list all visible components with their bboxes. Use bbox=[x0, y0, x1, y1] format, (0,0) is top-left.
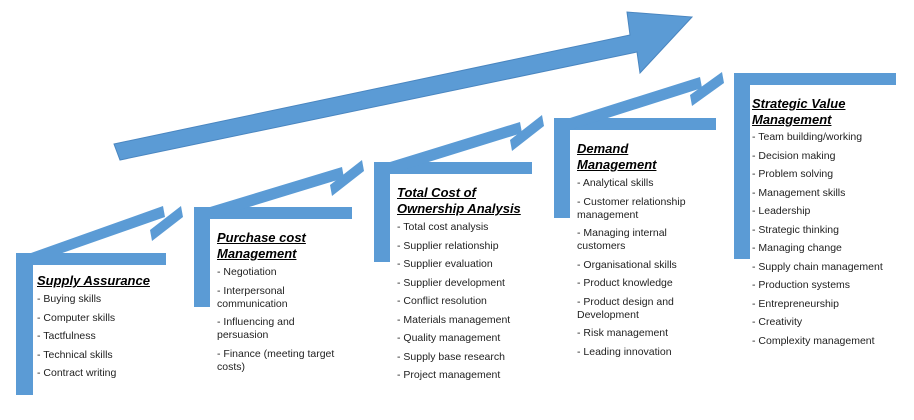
list-item: - Managing change bbox=[752, 242, 842, 254]
list-item: - Influencing and persuasion bbox=[217, 316, 295, 341]
skill-list: - Team building/working - Decision makin… bbox=[752, 131, 892, 348]
list-item: - Management skills bbox=[752, 186, 846, 199]
maturity-arrow bbox=[113, 11, 694, 161]
list-item: - Supply base research bbox=[397, 350, 505, 363]
list-item: - Leading innovation bbox=[577, 345, 672, 358]
list-item: - Buying skills bbox=[37, 293, 102, 305]
list-item: - Supplier development bbox=[397, 276, 505, 289]
list-item: - Analytical skills bbox=[577, 177, 654, 189]
list-item: - Production systems bbox=[752, 279, 851, 291]
list-item: - Problem solving bbox=[752, 168, 834, 180]
skill-list: - Analytical skills - Customer relations… bbox=[577, 177, 707, 359]
stage-supply-assurance: Supply Assurance - Buying skills - Compu… bbox=[37, 273, 162, 386]
list-item: - Interpersonal communication bbox=[217, 284, 288, 310]
list-item: - Organisational skills bbox=[577, 258, 677, 271]
list-item: - Product design and Development bbox=[577, 295, 674, 321]
stage-title: Demand Management bbox=[577, 141, 657, 172]
stage-title: Strategic Value Management bbox=[752, 96, 846, 127]
stage-bracket-5 bbox=[690, 72, 896, 259]
stage-title: Total Cost of Ownership Analysis bbox=[397, 185, 521, 216]
list-item: - Contract writing bbox=[37, 367, 117, 379]
list-item: - Product knowledge bbox=[577, 277, 673, 289]
stage-bracket-4 bbox=[510, 77, 716, 218]
list-item: - Supplier evaluation bbox=[397, 258, 493, 270]
skill-list: - Buying skills - Computer skills - Tact… bbox=[37, 293, 162, 380]
stage-strategic-value-management: Strategic Value Management - Team buildi… bbox=[752, 96, 892, 353]
stage-bracket-2 bbox=[150, 167, 352, 307]
list-item: - Computer skills bbox=[37, 311, 116, 324]
list-item: - Negotiation bbox=[217, 266, 277, 278]
list-item: - Customer relationship management bbox=[577, 195, 686, 221]
stage-bracket-3 bbox=[330, 122, 532, 262]
list-item: - Quality management bbox=[397, 332, 501, 344]
list-item: - Supplier relationship bbox=[397, 239, 499, 252]
stage-title: Purchase cost Management bbox=[217, 230, 306, 261]
list-item: - Technical skills bbox=[37, 348, 113, 361]
list-item: - Supply chain management bbox=[752, 260, 883, 273]
list-item: - Materials management bbox=[397, 313, 511, 326]
list-item: - Entrepreneurship bbox=[752, 297, 839, 310]
list-item: - Complexity management bbox=[752, 334, 875, 347]
list-item: - Strategic thinking bbox=[752, 223, 839, 236]
stage-bracket-1 bbox=[16, 206, 166, 395]
list-item: - Team building/working bbox=[752, 131, 863, 143]
skill-list: - Negotiation - Interpersonal communicat… bbox=[217, 266, 342, 374]
list-item: - Decision making bbox=[752, 149, 836, 162]
stage-demand-management: Demand Management - Analytical skills - … bbox=[577, 141, 707, 364]
list-item: - Total cost analysis bbox=[397, 221, 489, 233]
list-item: - Conflict resolution bbox=[397, 295, 487, 307]
list-item: - Project management bbox=[397, 369, 501, 381]
stage-title: Supply Assurance bbox=[37, 273, 150, 288]
stage-purchase-cost-management: Purchase cost Management - Negotiation -… bbox=[217, 230, 342, 379]
list-item: - Tactfulness bbox=[37, 330, 96, 342]
skill-list: - Total cost analysis - Supplier relatio… bbox=[397, 221, 537, 382]
list-item: - Managing internal customers bbox=[577, 227, 667, 252]
list-item: - Finance (meeting target costs) bbox=[217, 347, 335, 373]
list-item: - Leadership bbox=[752, 205, 811, 217]
list-item: - Risk management bbox=[577, 327, 669, 339]
stage-total-cost-of-ownership: Total Cost of Ownership Analysis - Total… bbox=[397, 185, 537, 388]
list-item: - Creativity bbox=[752, 316, 803, 328]
